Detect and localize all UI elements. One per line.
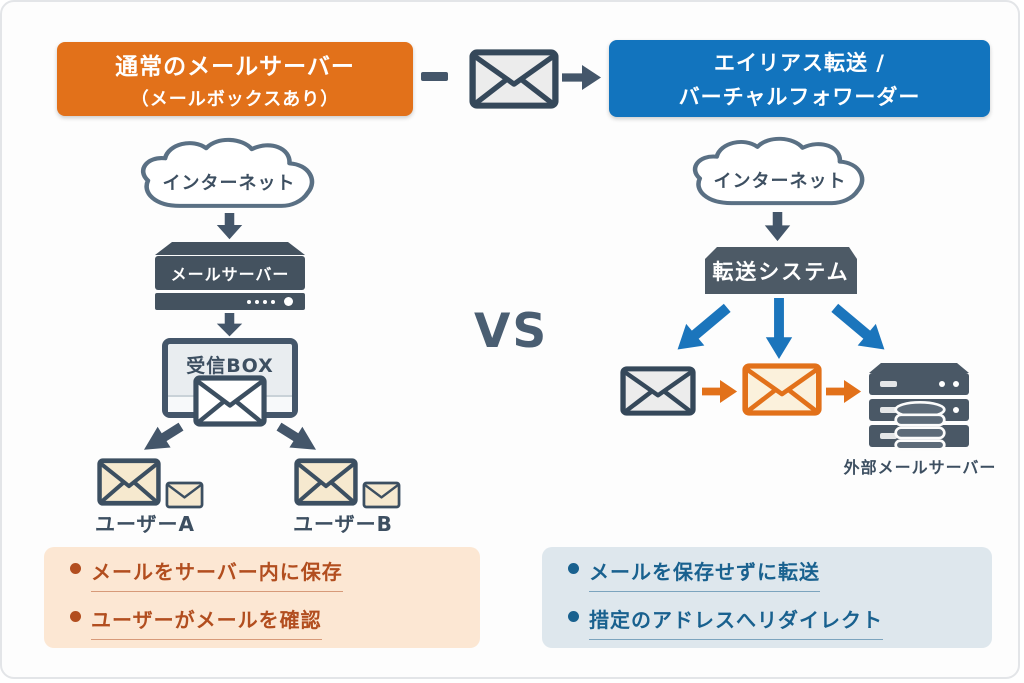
right-header-line1: エイリアス転送 / — [714, 50, 885, 75]
down-arrow-icon — [216, 313, 243, 337]
forward-system-label: 転送システム — [712, 259, 850, 284]
inbox-label: 受信BOX — [186, 355, 274, 377]
left-notes-box: メールをサーバー内に保存 ユーザーがメールを確認 — [44, 547, 480, 648]
inbox-envelope-icon — [193, 375, 267, 427]
server-top — [155, 242, 305, 255]
right-notes-box: メールを保存せずに転送 措定のアドレスへリダイレクト — [542, 547, 992, 648]
blue-arrow-right-icon — [825, 296, 895, 361]
blue-arrow-left-icon — [667, 296, 737, 361]
user-b-envelope-icon — [294, 458, 358, 506]
diagonal-arrow-right-icon — [272, 416, 324, 462]
diagonal-arrow-left-icon — [136, 416, 188, 462]
down-arrow-icon — [764, 212, 791, 242]
internet-label-right: インターネット — [713, 171, 847, 192]
note-item: メールをサーバー内に保存 — [70, 556, 454, 592]
right-header: エイリアス転送 / バーチャルフォワーダー — [609, 40, 990, 117]
internet-cloud-icon-right — [684, 136, 876, 210]
user-a-envelope-icon — [97, 458, 161, 506]
note-item: 措定のアドレスへリダイレクト — [568, 604, 966, 640]
left-header: 通常のメールサーバー （メールボックスあり） — [57, 42, 413, 116]
left-header-line1: 通常のメールサーバー — [115, 54, 355, 80]
user-b-small-envelope-icon — [362, 481, 401, 509]
orange-arrow-icon — [702, 379, 738, 404]
bullet-icon — [70, 562, 81, 574]
bullet-icon — [568, 562, 579, 574]
blue-arrow-center-icon — [765, 298, 793, 360]
mail-server-label: メールサーバー — [155, 256, 305, 290]
internet-cloud-icon-left — [132, 137, 326, 213]
bullet-icon — [568, 610, 579, 622]
gray-envelope-icon — [620, 366, 696, 416]
down-arrow-icon — [216, 213, 243, 240]
external-server-label: 外部メールサーバー — [843, 458, 997, 477]
orange-arrow-icon — [826, 379, 862, 404]
note-text: メールをサーバー内に保存 — [91, 556, 343, 592]
right-arrow-icon — [562, 64, 602, 91]
note-text: 措定のアドレスへリダイレクト — [589, 604, 883, 640]
user-a-small-envelope-icon — [165, 481, 204, 509]
note-item: ユーザーがメールを確認 — [70, 604, 454, 640]
database-cylinder-icon — [893, 401, 947, 451]
note-text: メールを保存せずに転送 — [589, 556, 820, 592]
right-header-line2: バーチャルフォワーダー — [678, 84, 921, 109]
user-b-label: ユーザーB — [293, 512, 393, 536]
orange-envelope-icon — [742, 363, 822, 416]
left-header-line2: （メールボックスあり） — [130, 89, 340, 110]
server-slab — [869, 373, 969, 395]
note-item: メールを保存せずに転送 — [568, 556, 966, 592]
internet-label-left: インターネット — [162, 173, 296, 194]
mail-server-icon: メールサーバー — [154, 242, 306, 310]
user-a-label: ユーザーA — [94, 512, 196, 536]
bullet-icon — [70, 610, 81, 622]
forward-system-box: 転送システム — [705, 247, 857, 294]
connector-dash — [421, 72, 448, 81]
server-lights — [155, 293, 305, 310]
vs-label: VS — [474, 304, 549, 359]
server-top — [869, 363, 969, 373]
mail-envelope-icon — [469, 49, 559, 109]
note-text: ユーザーがメールを確認 — [91, 604, 322, 640]
